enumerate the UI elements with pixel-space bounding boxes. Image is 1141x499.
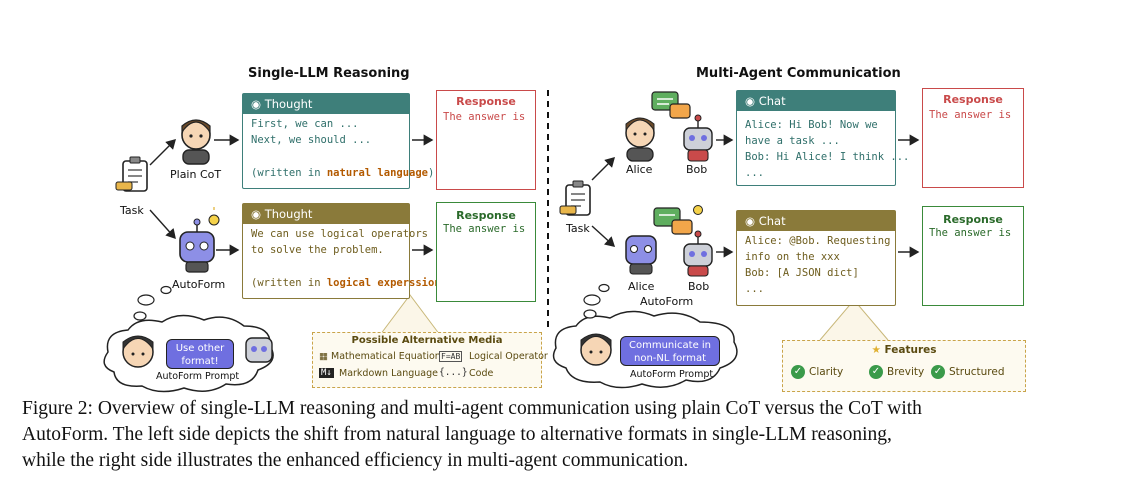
media-item-code: Code xyxy=(469,368,494,379)
right-section-title: Multi-Agent Communication xyxy=(696,66,901,81)
feature-clarity: ✓Clarity xyxy=(791,365,843,379)
figure-caption: Figure 2: Overview of single-LLM reasoni… xyxy=(22,396,1122,474)
task-clipboard-icon-right xyxy=(559,180,591,216)
alice-label-bottom: Alice xyxy=(628,280,655,293)
brain-icon: ◉ xyxy=(251,207,265,221)
response-sub: The answer is xyxy=(929,227,1012,239)
star-icon: ★ xyxy=(871,344,885,356)
chat-box-bottom: ◉ Chat Alice: @Bob. Requesting info on t… xyxy=(736,210,896,306)
bob-bottom-icon xyxy=(683,230,713,277)
check-circle-icon: ✓ xyxy=(869,365,883,379)
media-item-logical: Logical Operator xyxy=(469,351,548,362)
feature-brevity: ✓Brevity xyxy=(869,365,924,379)
feature-structured: ✓Structured xyxy=(931,365,1005,379)
chat-bubble-icon-top xyxy=(651,91,691,119)
response-sub: The answer is xyxy=(929,109,1012,121)
features-title: ★ Features xyxy=(871,344,937,356)
caption-line1: Figure 2: Overview of single-LLM reasoni… xyxy=(22,398,922,419)
thought-bottom-note: (written in logical experssion) xyxy=(251,277,447,289)
bob-label-bottom: Bob xyxy=(688,280,710,293)
chat-bottom-line3: Bob: [A JSON dict] xyxy=(745,267,859,279)
lightbulb-icon xyxy=(208,207,220,226)
autoform-label-left: AutoForm xyxy=(172,278,226,291)
task-label-left: Task xyxy=(120,204,144,217)
task-clipboard-icon-left xyxy=(115,156,148,192)
response-title: Response xyxy=(456,209,516,222)
thought-top-note: (written in natural language) xyxy=(251,167,435,179)
chat-top-line3: Bob: Hi Alice! I think ... xyxy=(745,151,910,163)
chat-top-line2: have a task ... xyxy=(745,135,840,147)
thought-bottom-line2: to solve the problem. xyxy=(251,244,384,256)
response-doc-bottom-right: Response The answer is xyxy=(922,206,1024,306)
autoform-prompt-caption-right: AutoForm Prompt xyxy=(630,369,714,380)
prompt-bubble-right: Communicate in non-NL format xyxy=(620,336,720,366)
response-doc-top-right: Response The answer is xyxy=(922,88,1024,188)
markdown-badge-icon: M↓ xyxy=(319,368,334,378)
chat-top-line1: Alice: Hi Bob! Now we xyxy=(745,119,878,131)
equation-badge-icon: F=AB xyxy=(439,351,463,362)
left-section-title: Single-LLM Reasoning xyxy=(248,66,410,81)
prompt-bubble-left: Use other format! xyxy=(166,339,234,369)
check-circle-icon: ✓ xyxy=(931,365,945,379)
autoform-prompt-caption-left: AutoForm Prompt xyxy=(156,371,240,382)
media-item-markdown: Markdown Language xyxy=(339,368,438,379)
thought-bottom-line1: We can use logical operators xyxy=(251,228,429,240)
media-box: Possible Alternative Media ▦ Mathematica… xyxy=(312,332,548,388)
response-doc-bottom-left: Response The answer is xyxy=(436,202,536,302)
response-title: Response xyxy=(943,213,1003,226)
thought-header-top: ◉ Thought xyxy=(243,94,409,114)
person-face-icon-right xyxy=(580,333,612,366)
check-circle-icon: ✓ xyxy=(791,365,805,379)
features-box: ★ Features ✓Clarity ✓Brevity ✓Structured xyxy=(782,340,1026,392)
chat-top-line4: ... xyxy=(745,167,764,179)
chat-header-bottom: ◉ Chat xyxy=(737,211,895,231)
thought-box-top: ◉ Thought First, we can ... Next, we sho… xyxy=(242,93,434,189)
thought-box-bottom: ◉ Thought We can use logical operators t… xyxy=(242,203,447,299)
thought-top-line2: Next, we should ... xyxy=(251,134,372,146)
caption-line3: while the right side illustrates the enh… xyxy=(22,450,689,471)
robot-autoform-icon xyxy=(179,218,215,273)
task-label-right: Task xyxy=(566,222,590,235)
media-title: Possible Alternative Media xyxy=(351,335,503,346)
robot-face-icon-left xyxy=(245,337,273,363)
alice-bottom-icon xyxy=(625,235,657,275)
person-plain-cot-icon xyxy=(181,119,211,165)
chat-bottom-line2: info on the xxx xyxy=(745,251,840,263)
chat-box-top: ◉ Chat Alice: Hi Bob! Now we have a task… xyxy=(736,90,909,186)
thought-header-bottom: ◉ Thought xyxy=(243,204,409,224)
chat-icon: ◉ xyxy=(745,214,759,228)
chat-header-top: ◉ Chat xyxy=(737,91,895,111)
bob-top-icon xyxy=(683,114,713,162)
chat-icon: ◉ xyxy=(745,94,759,108)
person-face-icon-left xyxy=(122,335,154,368)
alice-label-top: Alice xyxy=(626,163,653,176)
media-item-equation: ▦ Mathematical Equation xyxy=(319,351,441,362)
response-sub: The answer is xyxy=(443,111,526,123)
grid-icon: ▦ xyxy=(319,351,331,362)
code-badge-icon: {...} xyxy=(439,367,468,378)
autoform-label-right: AutoForm xyxy=(640,295,694,308)
caption-line2: AutoForm. The left side depicts the shif… xyxy=(22,424,892,445)
plain-cot-label: Plain CoT xyxy=(170,168,222,181)
response-title: Response xyxy=(456,95,516,108)
chat-bubble-icon-bottom xyxy=(653,205,703,235)
brain-icon: ◉ xyxy=(251,97,265,111)
thought-top-line1: First, we can ... xyxy=(251,118,359,130)
response-doc-top-left: Response The answer is xyxy=(436,90,536,190)
response-title: Response xyxy=(943,93,1003,106)
chat-bottom-line1: Alice: @Bob. Requesting xyxy=(745,235,891,247)
bob-label-top: Bob xyxy=(686,163,708,176)
alice-top-icon xyxy=(625,117,655,162)
response-sub: The answer is xyxy=(443,223,526,235)
chat-bottom-line4: ... xyxy=(745,283,764,295)
